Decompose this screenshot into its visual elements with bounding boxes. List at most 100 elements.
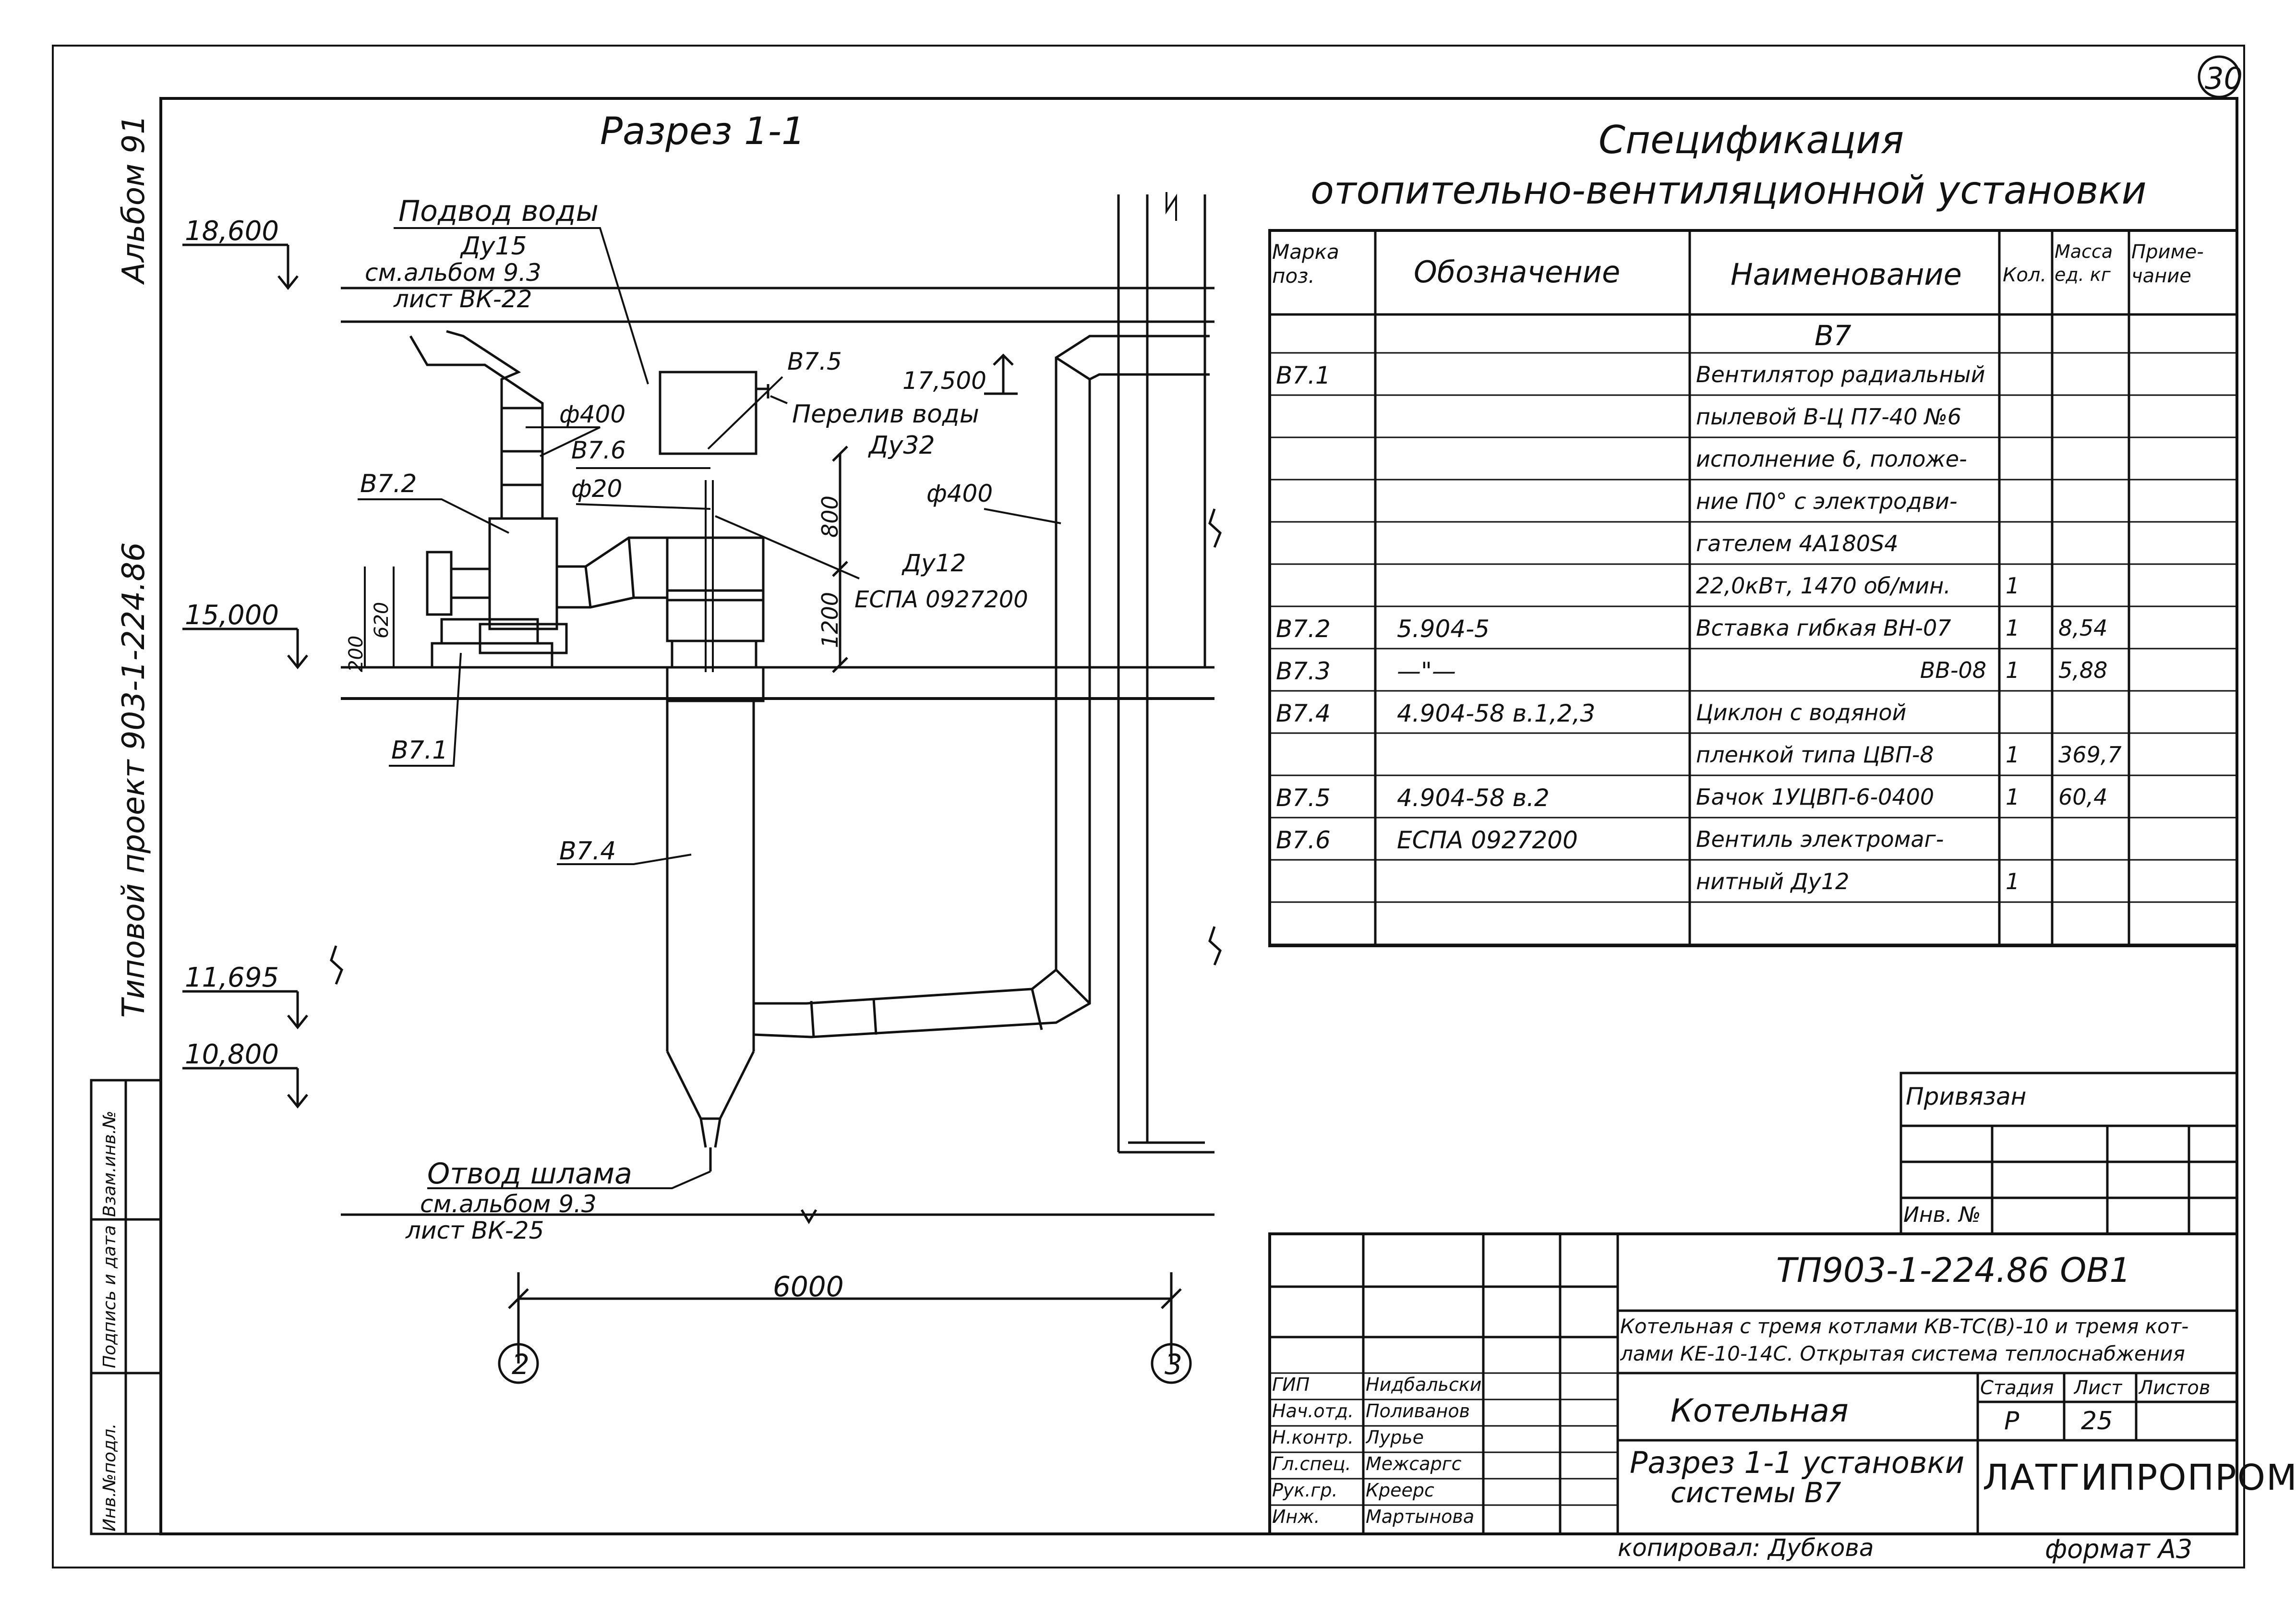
spec-cell-mark: В7.6 xyxy=(1276,826,1331,854)
spec-cell-name: исполнение 6, положе- xyxy=(1696,446,1967,472)
stamp-role: Гл.спец. xyxy=(1272,1453,1351,1474)
label-elev-17500: 17,500 xyxy=(902,367,986,395)
spec-cell-qty: 1 xyxy=(2006,657,2020,683)
spec-cell-mark: В7.3 xyxy=(1276,657,1331,685)
spec-header-note: Приме-чание xyxy=(2131,241,2204,287)
stamp-person-name: Нидбальский xyxy=(1366,1374,1481,1395)
album-side-text: Альбом 91 xyxy=(116,115,152,285)
label-water-supply-ref2: лист ВК-22 xyxy=(393,285,532,313)
elevation-10800: 10,800 xyxy=(185,1039,279,1070)
stamp-sheets-header: Листов xyxy=(2139,1377,2211,1399)
spec-cell-name: пылевой В-Ц П7-40 №6 xyxy=(1696,404,1962,430)
label-b75: В7.5 xyxy=(787,348,842,375)
spec-cell-name: ВВ-08 xyxy=(1920,657,1986,683)
label-d20: ф20 xyxy=(571,475,622,503)
side-stamp-inv: Инв.№подл. xyxy=(100,1423,120,1532)
label-sludge: Отвод шлама xyxy=(427,1157,632,1191)
stamp-role: Нач.отд. xyxy=(1272,1400,1354,1422)
spec-cell-mass: 5,88 xyxy=(2058,657,2108,683)
axis-2-label: 2 xyxy=(512,1348,529,1381)
stamp-stage-header: Стадия xyxy=(1980,1377,2054,1399)
spec-table-grid xyxy=(1268,229,2238,947)
label-d400-b: ф400 xyxy=(926,480,993,507)
spec-cell-designation: 5.904-5 xyxy=(1397,615,1490,643)
stamp-desc-2: лами КЕ-10-14С. Открытая система теплосн… xyxy=(1620,1342,2185,1365)
label-b72: В7.2 xyxy=(360,470,417,498)
label-water-supply: Подвод воды xyxy=(398,194,599,228)
spec-row-lines xyxy=(1270,352,2237,945)
label-water-supply-ref1: см.альбом 9.3 xyxy=(365,259,541,287)
stamp-person-name: Креерс xyxy=(1366,1480,1434,1501)
dim-200: 200 xyxy=(345,636,367,672)
axis-3-bubble xyxy=(1151,1343,1192,1384)
spec-cell-name: Бачок 1УЦВП-6-0400 xyxy=(1696,784,1935,810)
stamp-sheet-header: Лист xyxy=(2074,1377,2123,1399)
spec-cell-mass: 369,7 xyxy=(2058,742,2122,768)
side-stamp-sign: Подпись и дата xyxy=(100,1225,120,1368)
stamp-organization: ЛАТГИПРОПРОМ xyxy=(1983,1457,2296,1498)
spec-header-mark: Марка поз. xyxy=(1272,240,1339,288)
outgoing-duct xyxy=(753,335,1210,1038)
stamp-role: Рук.гр. xyxy=(1272,1480,1338,1501)
spec-cell-mass: 60,4 xyxy=(2058,784,2108,810)
elevation-15000: 15,000 xyxy=(185,600,279,631)
stamp-sheet-title-2: системы В7 xyxy=(1671,1476,1841,1509)
stamp-person-name: Поливанов xyxy=(1366,1400,1470,1422)
stamp-role: Н.контр. xyxy=(1272,1427,1354,1448)
label-b74: В7.4 xyxy=(559,837,616,866)
spec-cell-name: 22,0кВт, 1470 об/мин. xyxy=(1696,573,1951,599)
spec-subtitle: отопительно-вентиляционной установки xyxy=(1310,168,2147,213)
stamp-person-name: Мартынова xyxy=(1366,1506,1475,1527)
outer-frame xyxy=(52,45,2245,1568)
spec-cell-mark: В7.1 xyxy=(1276,362,1331,389)
elevation-marks xyxy=(182,243,1018,1109)
spec-cell-name: ние П0° с электродви- xyxy=(1696,488,1958,514)
stamp-person-name: Межсаргс xyxy=(1366,1453,1462,1474)
spec-header-name: Наименование xyxy=(1731,257,1962,292)
spec-cell-designation: ЕСПА 0927200 xyxy=(1397,826,1578,854)
stamp-person-name: Лурье xyxy=(1366,1427,1424,1448)
spec-cell-designation: —"— xyxy=(1397,657,1456,685)
label-water-supply-dn: Ду15 xyxy=(460,232,527,261)
binding-title: Привязан xyxy=(1906,1083,2027,1110)
copied-by: копировал: Дубкова xyxy=(1618,1534,1874,1562)
label-sludge-ref1: см.альбом 9.3 xyxy=(420,1190,597,1218)
spec-cell-name: Циклон с водяной xyxy=(1696,699,1907,725)
axis-3-label: 3 xyxy=(1165,1348,1182,1381)
stamp-role: ГИП xyxy=(1272,1374,1310,1395)
spec-cell-mark: В7.4 xyxy=(1276,699,1331,727)
dim-1200: 1200 xyxy=(817,592,843,648)
spec-cell-mark: В7.2 xyxy=(1276,615,1331,643)
sheet-number: 30 xyxy=(2205,61,2243,96)
elevation-18600: 18,600 xyxy=(185,216,279,247)
spec-cell-mark: В7.5 xyxy=(1276,784,1331,812)
stamp-sheet-title-1: Разрез 1-1 установки xyxy=(1630,1445,1965,1480)
paper-format: формат А3 xyxy=(2045,1534,2193,1564)
drawing-labels: 30 Разрез 1-1 18,600 15,000 11,695 10,80… xyxy=(100,61,2243,1532)
label-b76: В7.6 xyxy=(571,436,626,464)
title-block xyxy=(1268,1232,2238,1535)
stamp-desc-1: Котельная с тремя котлами КВ-ТС(В)-10 и … xyxy=(1620,1315,2189,1338)
elevation-11695: 11,695 xyxy=(185,962,279,993)
label-espa: ЕСПА 0927200 xyxy=(854,586,1028,613)
sheet-number-circle xyxy=(2198,55,2241,98)
label-sludge-ref2: лист ВК-25 xyxy=(405,1217,544,1244)
project-side-text: Типовой проект 903-1-224.86 xyxy=(116,542,152,1018)
section-title: Разрез 1-1 xyxy=(600,110,805,153)
spec-title: Спецификация xyxy=(1599,118,1904,162)
leader-lines xyxy=(358,227,1061,1189)
spec-cell-qty: 1 xyxy=(2006,742,2020,768)
spec-cell-name: пленкой типа ЦВП-8 xyxy=(1696,742,1934,768)
binding-inv: Инв. № xyxy=(1903,1203,1981,1227)
label-b71: В7.1 xyxy=(391,736,448,765)
spec-cell-mass: 8,54 xyxy=(2058,615,2108,641)
spec-cell-name: Вентиль электромаг- xyxy=(1696,826,1944,852)
spec-cell-qty: 1 xyxy=(2006,868,2020,894)
stamp-role: Инж. xyxy=(1272,1506,1320,1527)
label-overflow: Перелив воды xyxy=(792,400,979,429)
spec-cell-qty: 1 xyxy=(2006,573,2020,599)
spec-header-mass: Масса ед. кг xyxy=(2055,241,2113,285)
label-d400-a: ф400 xyxy=(559,400,625,428)
stamp-code: ТП903-1-224.86 ОВ1 xyxy=(1776,1251,2131,1290)
